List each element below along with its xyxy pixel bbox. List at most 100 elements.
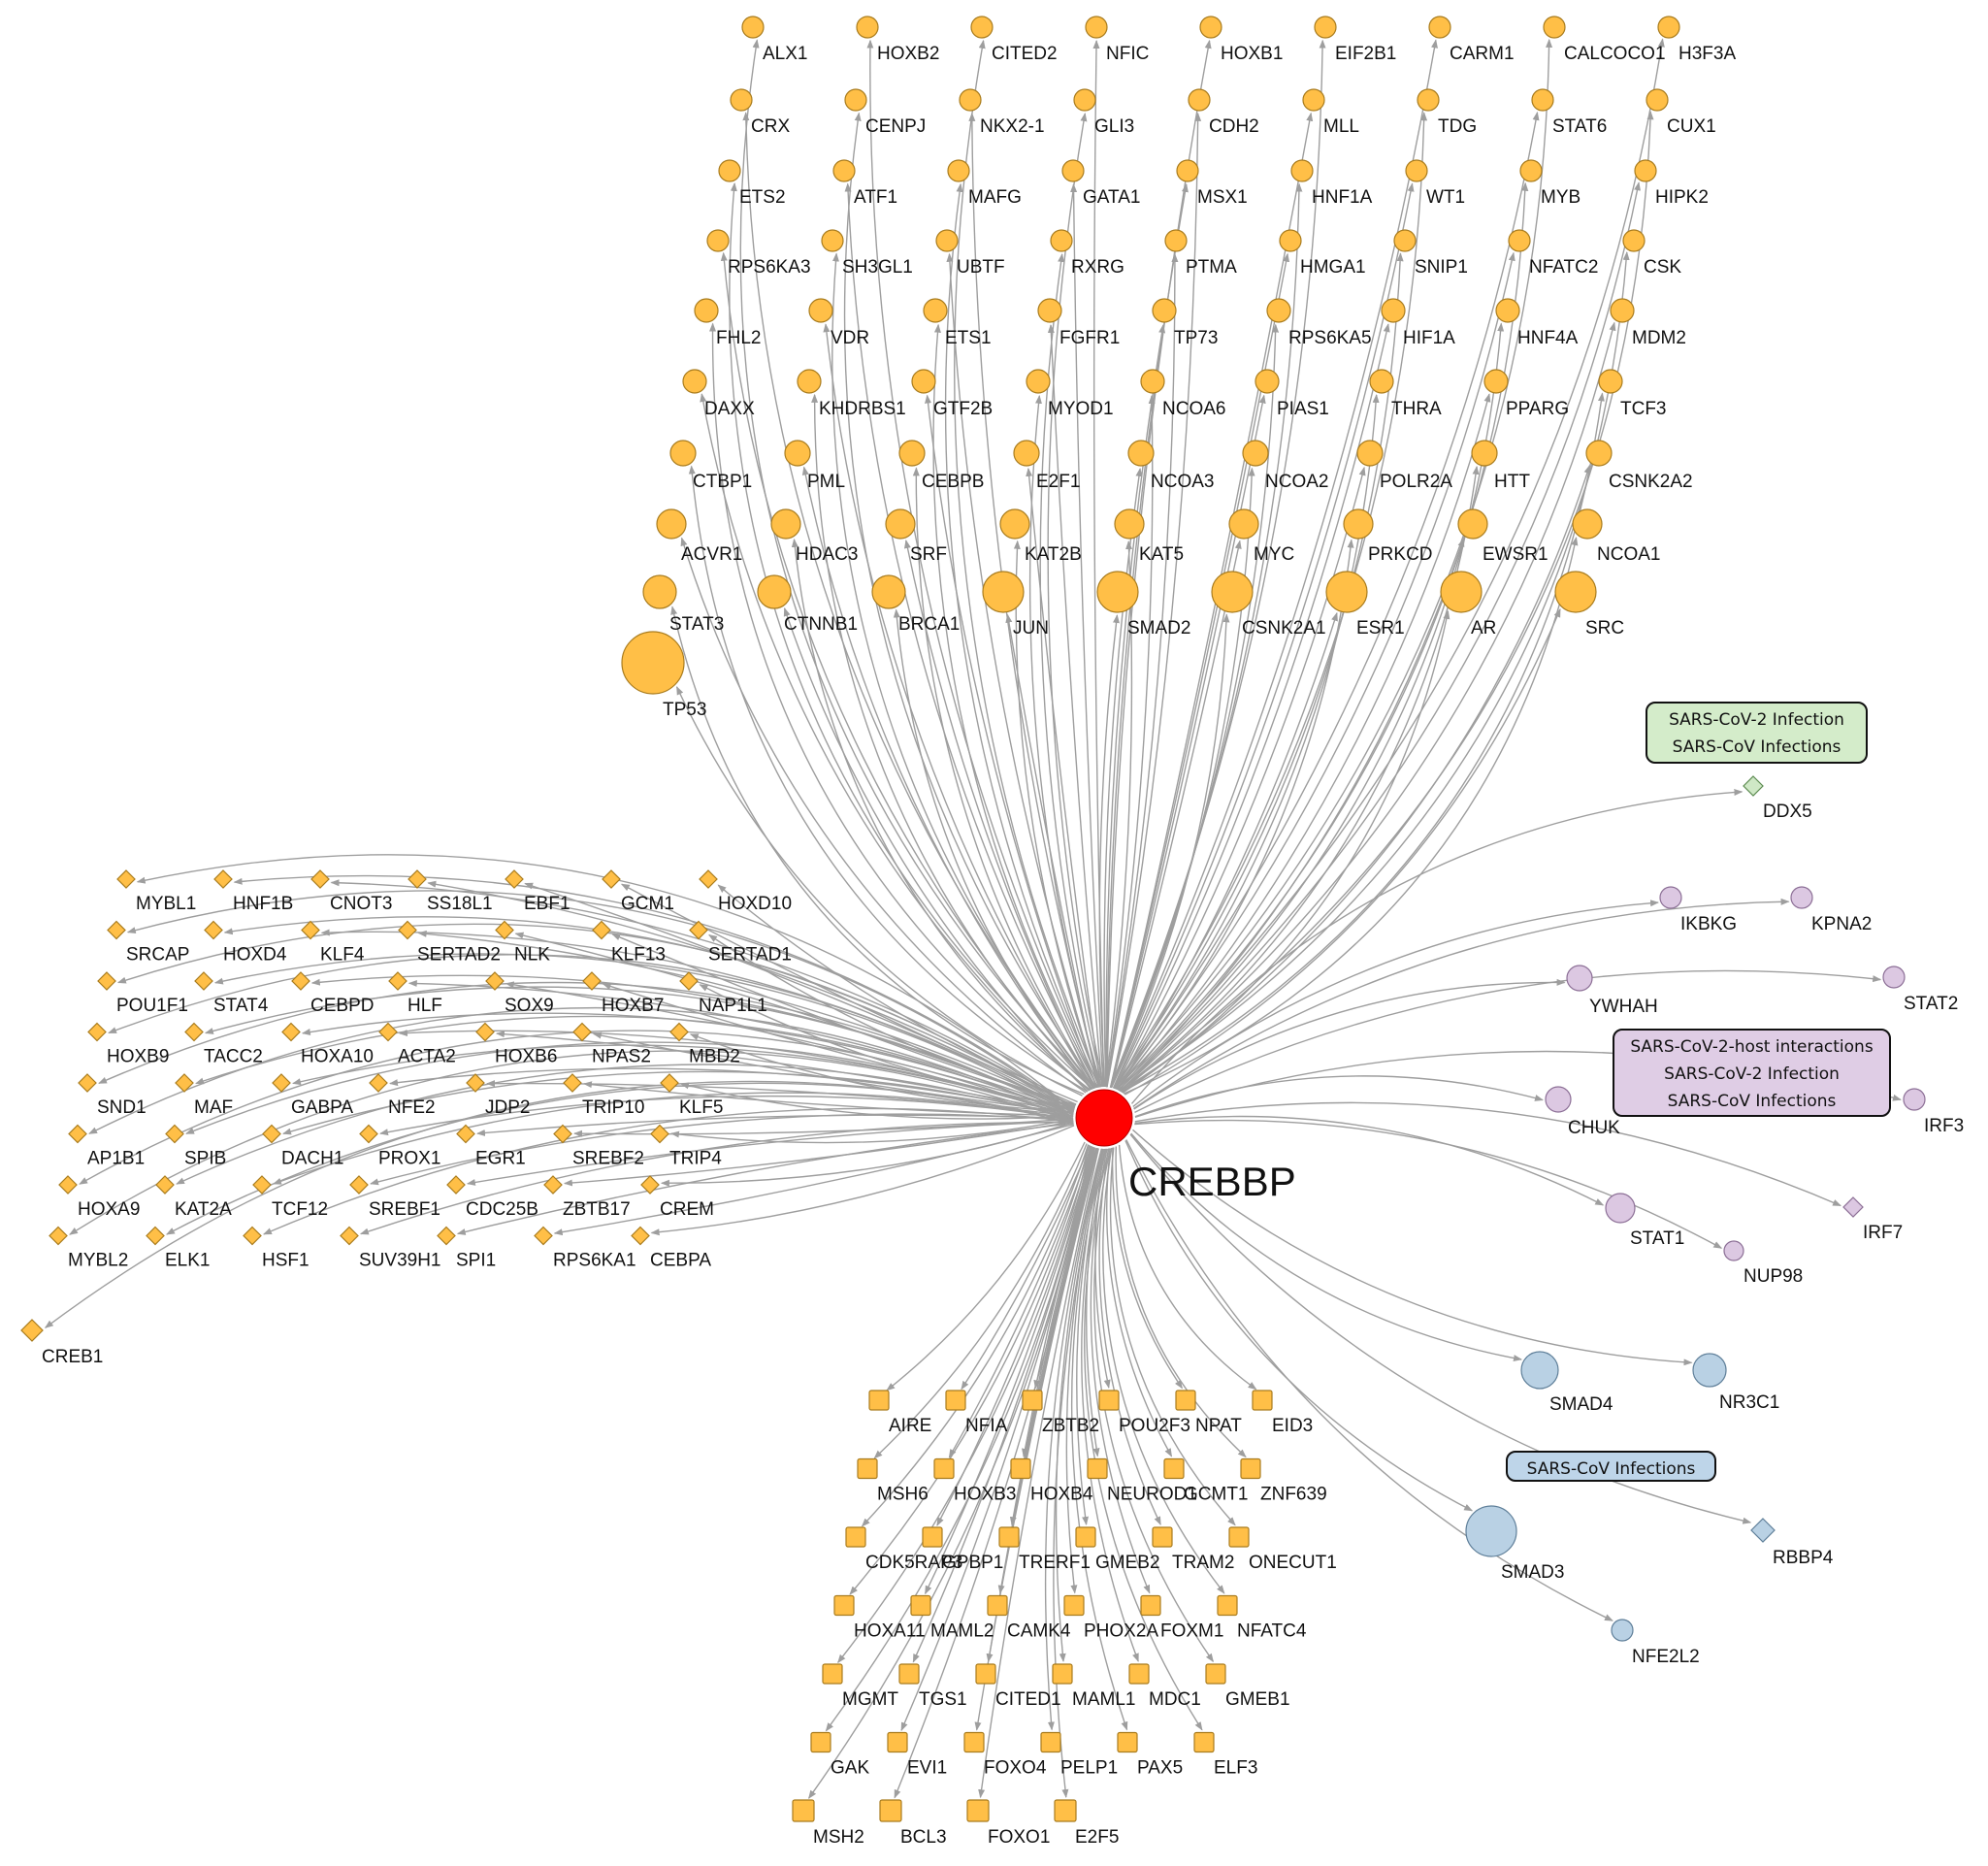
- node-creb1[interactable]: [20, 1319, 44, 1342]
- node-nfia[interactable]: [945, 1390, 966, 1411]
- node-jun[interactable]: [982, 571, 1025, 613]
- node-cebpa[interactable]: [631, 1226, 650, 1246]
- node-eif2b1[interactable]: [1314, 16, 1337, 39]
- node-rps6ka3[interactable]: [706, 229, 730, 252]
- node-hoxb1[interactable]: [1199, 16, 1222, 39]
- node-mdm2[interactable]: [1610, 298, 1635, 323]
- node-irf3[interactable]: [1903, 1088, 1926, 1111]
- node-nfatc2[interactable]: [1508, 229, 1531, 252]
- node-mybl2[interactable]: [49, 1226, 68, 1246]
- node-rxrg[interactable]: [1050, 229, 1073, 252]
- node-msh2[interactable]: [792, 1799, 815, 1822]
- node-myb[interactable]: [1519, 159, 1543, 182]
- node-aire[interactable]: [868, 1390, 890, 1411]
- node-pou1f1[interactable]: [97, 971, 116, 991]
- node-sertad1[interactable]: [689, 920, 708, 940]
- node-spib[interactable]: [165, 1124, 184, 1144]
- node-kat2a[interactable]: [155, 1175, 175, 1195]
- node-ikbkg[interactable]: [1659, 886, 1682, 909]
- node-acta2[interactable]: [378, 1022, 398, 1042]
- node-sox9[interactable]: [485, 971, 505, 991]
- node-csk[interactable]: [1622, 229, 1646, 252]
- node-gmeb1[interactable]: [1205, 1663, 1226, 1685]
- node-nap1l1[interactable]: [679, 971, 699, 991]
- node-cnot3[interactable]: [310, 869, 330, 889]
- node-pou2f3[interactable]: [1098, 1390, 1120, 1411]
- node-jdp2[interactable]: [466, 1073, 485, 1093]
- node-nlk[interactable]: [495, 920, 514, 940]
- node-zbtb17[interactable]: [543, 1175, 563, 1195]
- node-klf4[interactable]: [301, 920, 320, 940]
- node-gcmt1[interactable]: [1163, 1457, 1185, 1480]
- node-elk1[interactable]: [146, 1226, 165, 1246]
- node-gtf2b[interactable]: [911, 369, 936, 394]
- node-smad4[interactable]: [1520, 1351, 1559, 1390]
- node-ncoa6[interactable]: [1140, 369, 1165, 394]
- node-gpbp1[interactable]: [922, 1526, 943, 1548]
- node-cux1[interactable]: [1646, 88, 1669, 112]
- node-snd1[interactable]: [78, 1073, 97, 1093]
- node-irf7[interactable]: [1842, 1196, 1864, 1218]
- node-trerf1[interactable]: [998, 1526, 1020, 1548]
- node-ncoa3[interactable]: [1127, 440, 1155, 467]
- node-ebf1[interactable]: [505, 869, 524, 889]
- node-stat1[interactable]: [1605, 1193, 1636, 1224]
- node-maml2[interactable]: [910, 1594, 931, 1617]
- node-snip1[interactable]: [1393, 229, 1417, 252]
- node-onecut1[interactable]: [1228, 1526, 1250, 1548]
- node-hipk2[interactable]: [1634, 159, 1657, 182]
- node-hlf[interactable]: [388, 971, 407, 991]
- node-rbbp4[interactable]: [1750, 1518, 1776, 1543]
- node-daxx[interactable]: [682, 369, 707, 394]
- node-prox1[interactable]: [359, 1124, 378, 1144]
- node-nup98[interactable]: [1723, 1240, 1744, 1261]
- node-hnf4a[interactable]: [1495, 298, 1520, 323]
- node-gak[interactable]: [810, 1731, 831, 1753]
- node-brca1[interactable]: [871, 574, 906, 609]
- node-klf13[interactable]: [592, 920, 611, 940]
- node-stat2[interactable]: [1882, 966, 1906, 989]
- node-sertad2[interactable]: [398, 920, 417, 940]
- node-pml[interactable]: [784, 440, 811, 467]
- node-myod1[interactable]: [1026, 369, 1051, 394]
- node-vdr[interactable]: [808, 298, 833, 323]
- node-kpna2[interactable]: [1790, 886, 1813, 909]
- node-srebf2[interactable]: [553, 1124, 572, 1144]
- node-hmga1[interactable]: [1279, 229, 1302, 252]
- node-hoxb6[interactable]: [475, 1022, 495, 1042]
- node-tram2[interactable]: [1152, 1526, 1173, 1548]
- node-tcf3[interactable]: [1598, 369, 1623, 394]
- node-thra[interactable]: [1369, 369, 1394, 394]
- node-zbtb2[interactable]: [1022, 1390, 1043, 1411]
- node-srcap[interactable]: [107, 920, 126, 940]
- node-polr2a[interactable]: [1356, 440, 1384, 467]
- node-nr3c1[interactable]: [1692, 1353, 1727, 1388]
- node-ptma[interactable]: [1164, 229, 1188, 252]
- node-gata1[interactable]: [1061, 159, 1085, 182]
- node-maf[interactable]: [175, 1073, 194, 1093]
- node-fgfr1[interactable]: [1037, 298, 1062, 323]
- node-cebpd[interactable]: [291, 971, 310, 991]
- node-hdac3[interactable]: [770, 508, 801, 540]
- node-tcf12[interactable]: [252, 1175, 272, 1195]
- node-msx1[interactable]: [1176, 159, 1199, 182]
- node-mdc1[interactable]: [1128, 1663, 1150, 1685]
- node-dach1[interactable]: [262, 1124, 281, 1144]
- node-ctbp1[interactable]: [669, 440, 697, 467]
- node-ar[interactable]: [1440, 571, 1483, 613]
- node-cdh2[interactable]: [1188, 88, 1211, 112]
- node-srf[interactable]: [885, 508, 916, 540]
- node-cdk5rap3[interactable]: [845, 1526, 866, 1548]
- node-ncoa2[interactable]: [1242, 440, 1269, 467]
- node-hoxa10[interactable]: [281, 1022, 301, 1042]
- node-pparg[interactable]: [1483, 369, 1509, 394]
- node-csnk2a2[interactable]: [1585, 440, 1613, 467]
- node-neurod1[interactable]: [1087, 1457, 1108, 1480]
- node-wt1[interactable]: [1405, 159, 1428, 182]
- node-gli3[interactable]: [1073, 88, 1096, 112]
- node-klf5[interactable]: [660, 1073, 679, 1093]
- node-alx1[interactable]: [741, 16, 765, 39]
- node-cebpb[interactable]: [898, 440, 926, 467]
- node-trip4[interactable]: [650, 1124, 669, 1144]
- node-bcl3[interactable]: [879, 1799, 902, 1822]
